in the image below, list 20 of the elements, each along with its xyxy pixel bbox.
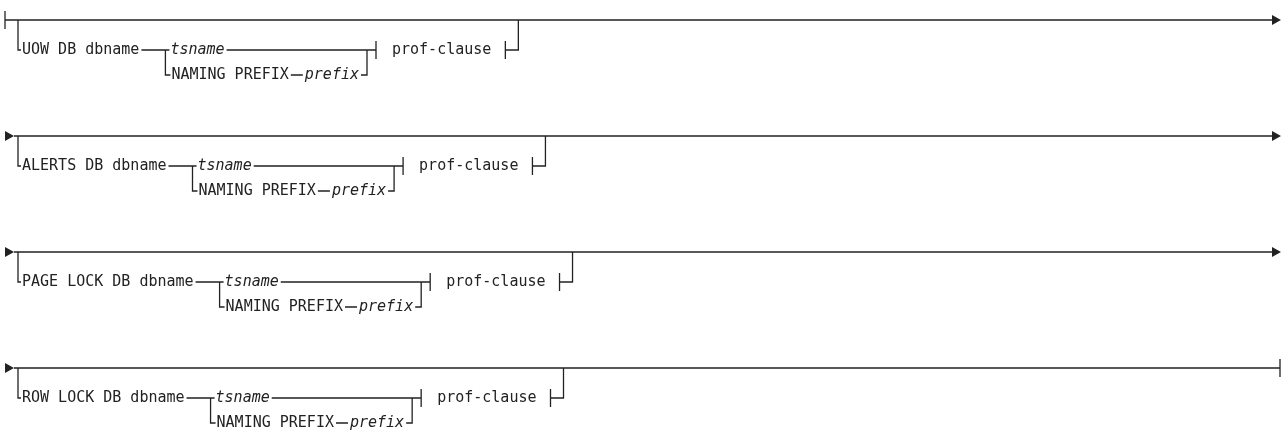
fragment-reference: prof-clause: [419, 156, 519, 174]
variable-text: prefix: [349, 413, 405, 431]
variable-text: prefix: [304, 65, 359, 83]
keyword-text: NAMING PREFIX: [198, 181, 316, 199]
keyword-text: NAMING PREFIX: [171, 65, 289, 83]
variable-text: tsname: [197, 156, 252, 174]
variable-text: tsname: [224, 272, 279, 290]
fragment-reference: prof-clause: [437, 388, 537, 406]
fragment-reference: prof-clause: [446, 272, 546, 290]
keyword-text: NAMING PREFIX: [216, 413, 334, 431]
keyword-text: PAGE LOCK DB dbname: [22, 272, 194, 290]
keyword-text: NAMING PREFIX: [225, 297, 343, 315]
keyword-text: ALERTS DB dbname: [22, 156, 167, 174]
fragment-reference: prof-clause: [392, 40, 492, 58]
keyword-text: ROW LOCK DB dbname: [22, 388, 185, 406]
variable-text: tsname: [215, 388, 270, 406]
variable-text: prefix: [359, 297, 414, 315]
variable-text: tsname: [170, 40, 225, 58]
keyword-text: UOW DB dbname: [22, 40, 140, 58]
variable-text: prefix: [331, 181, 387, 199]
